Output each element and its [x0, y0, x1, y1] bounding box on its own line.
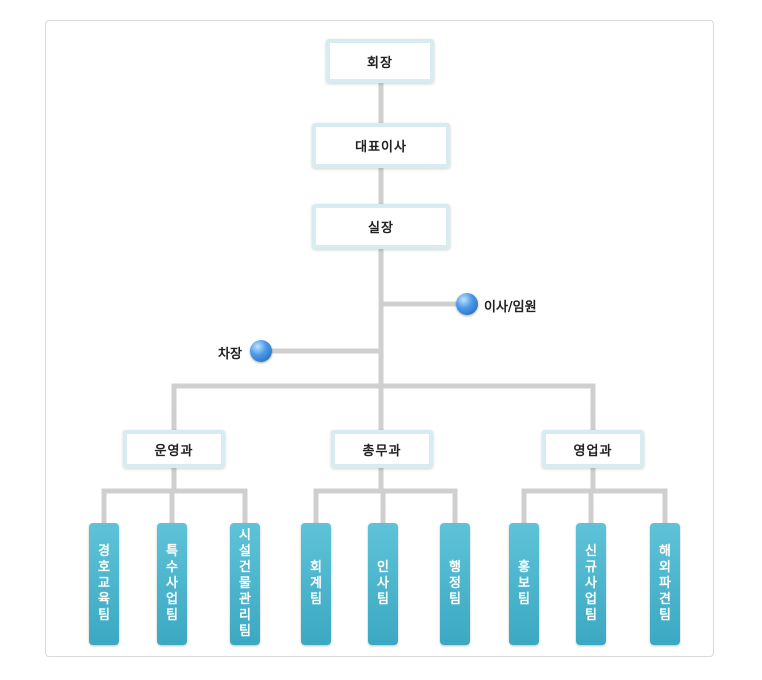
team-label: 경호교육팀 — [98, 544, 110, 623]
team-security-training: 경호교육팀 — [89, 523, 119, 645]
team-label: 해외파견팀 — [659, 544, 671, 623]
executive-label: 이사/임원 — [484, 300, 537, 315]
team-label: 행정팀 — [449, 560, 461, 607]
blue-ball-icon — [456, 293, 478, 315]
team-accounting: 회계팀 — [301, 523, 331, 645]
team-overseas-dispatch: 해외파견팀 — [650, 523, 680, 645]
chairman-box: 회장 — [326, 39, 434, 83]
team-label: 회계팀 — [310, 560, 322, 607]
dept-label: 총무과 — [362, 443, 402, 459]
chairman-label: 회장 — [367, 55, 393, 71]
dept-sales-box: 영업과 — [542, 430, 644, 468]
team-administration: 행정팀 — [440, 523, 470, 645]
team-label: 특수사업팀 — [166, 544, 178, 623]
dept-label: 영업과 — [573, 443, 613, 459]
team-facility-management: 시설건물관리팀 — [230, 523, 260, 645]
director-label: 실장 — [368, 221, 394, 236]
team-special-business: 특수사업팀 — [157, 523, 187, 645]
dept-label: 운영과 — [154, 443, 194, 459]
ceo-label: 대표이사 — [355, 140, 407, 155]
team-promotion: 홍보팀 — [509, 523, 539, 645]
deputy-label: 차장 — [218, 347, 242, 362]
blue-ball-icon — [250, 340, 272, 362]
team-label: 홍보팀 — [518, 560, 530, 607]
team-label: 인사팀 — [377, 560, 389, 607]
team-label: 시설건물관리팀 — [239, 528, 251, 639]
team-new-business: 신규사업팀 — [576, 523, 606, 645]
director-box: 실장 — [312, 204, 450, 249]
ceo-box: 대표이사 — [312, 123, 450, 168]
dept-general-affairs-box: 총무과 — [331, 430, 433, 468]
dept-operations-box: 운영과 — [123, 430, 225, 468]
team-personnel: 인사팀 — [368, 523, 398, 645]
team-label: 신규사업팀 — [585, 544, 597, 623]
